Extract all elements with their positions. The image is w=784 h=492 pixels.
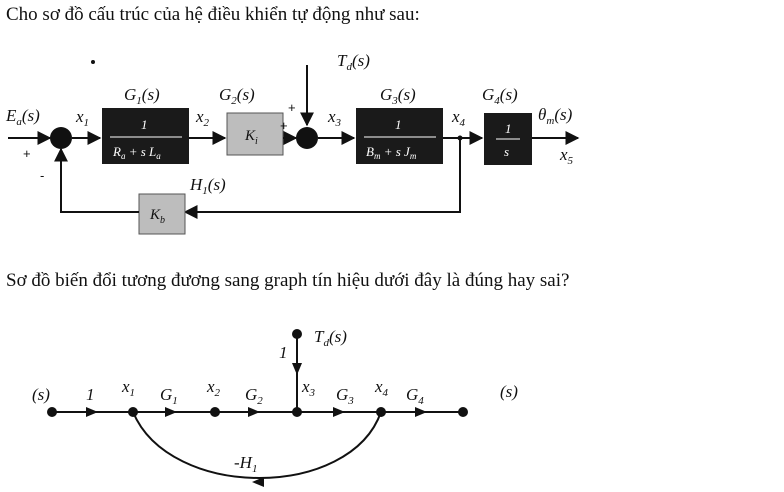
block-diagram: Ea(s) + - x1 G1(s) 1 Ra + s La x2 G2(s) …	[5, 51, 580, 235]
node-x2	[210, 407, 220, 417]
block-g4-name: G4(s)	[482, 85, 518, 107]
signal-x3: x3	[327, 107, 342, 129]
gain-g1: G1	[160, 385, 178, 407]
node-sink	[458, 407, 468, 417]
signal-x2: x2	[195, 107, 210, 129]
sign-plus-1: +	[23, 146, 31, 161]
sign-minus-1: -	[40, 168, 44, 183]
signal-x4: x4	[451, 107, 466, 129]
gain-g4: G4	[406, 385, 424, 407]
sfg-sink-label: (s)	[500, 382, 518, 401]
sign-plus-2: +	[280, 118, 288, 133]
block-g2	[226, 112, 284, 156]
label-x3: x3	[301, 377, 316, 399]
block-g3-den: Bm + s Jm	[366, 144, 417, 161]
sign-plus-3: +	[288, 100, 296, 115]
output-node: x5	[559, 145, 574, 167]
question-1: Cho sơ đồ cấu trúc của hệ điều khiển tự …	[6, 4, 420, 25]
block-g3-num: 1	[395, 117, 402, 132]
block-g3	[356, 108, 443, 164]
feedback-branch	[132, 411, 382, 479]
input-label: Ea(s)	[5, 106, 40, 128]
output-label: θm(s)	[538, 105, 573, 127]
node-source	[47, 407, 57, 417]
sfg-source-label: (s)	[32, 385, 50, 404]
block-g1	[102, 108, 189, 164]
gain-g2: G2	[245, 385, 263, 407]
block-g4-den: s	[504, 144, 509, 159]
stray-dot	[91, 60, 95, 64]
label-x4: x4	[374, 377, 389, 399]
block-g2-name: G2(s)	[219, 85, 255, 107]
signal-flow-graph: Td(s) 1 (s) 1 x1 G1 x2 G2 x3 G3 x4 G4 (s…	[32, 327, 518, 487]
block-h1	[138, 193, 186, 235]
signal-x1: x1	[75, 107, 89, 129]
feedback-gain: -H1	[234, 453, 257, 475]
block-g2-tf: Ki	[244, 128, 258, 147]
sum-junction-1	[50, 127, 72, 149]
label-x1: x1	[121, 377, 135, 399]
gain-g3: G3	[336, 385, 354, 407]
block-h1-name: H1(s)	[189, 175, 226, 197]
sfg-disturbance-gain: 1	[279, 343, 288, 362]
question-2: Sơ đồ biến đổi tương đương sang graph tí…	[6, 270, 570, 291]
gain-1: 1	[86, 385, 95, 404]
block-g1-name: G1(s)	[124, 85, 160, 107]
sum-junction-2	[296, 127, 318, 149]
label-x2: x2	[206, 377, 221, 399]
sfg-disturbance: Td(s)	[314, 327, 347, 349]
block-g4-num: 1	[505, 121, 512, 136]
block-g1-den: Ra + s La	[112, 144, 161, 161]
disturbance-label: Td(s)	[337, 51, 370, 73]
block-g3-name: G3(s)	[380, 85, 416, 107]
block-g1-num: 1	[141, 117, 148, 132]
